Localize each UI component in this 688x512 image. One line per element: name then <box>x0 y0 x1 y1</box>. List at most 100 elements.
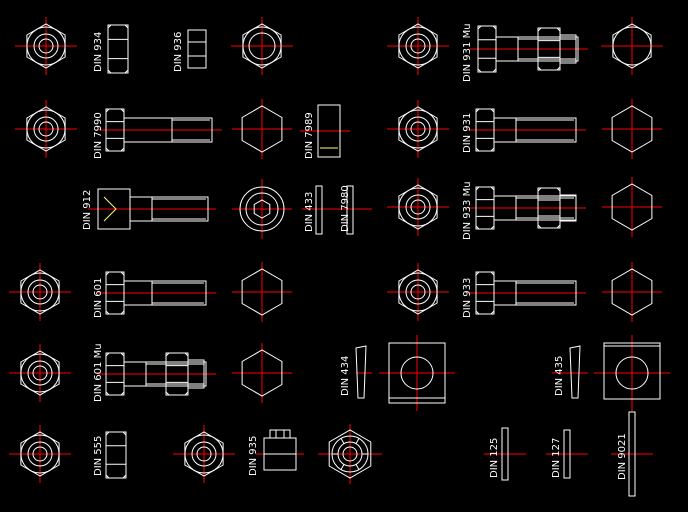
chamfer <box>105 271 110 276</box>
label-din127: DIN 127 <box>551 438 562 478</box>
chamfer <box>490 271 495 276</box>
nut-din936-top <box>242 23 282 69</box>
bolt-din7990-top <box>26 106 66 152</box>
chamfer <box>120 147 125 152</box>
hole-circle <box>27 441 53 467</box>
nut-din935-top <box>184 431 224 477</box>
chamfer <box>105 474 110 479</box>
label-din933: DIN 933 <box>462 278 473 318</box>
label-din934: DIN 934 <box>93 32 104 72</box>
din434-wedge-side <box>355 345 367 399</box>
hex-inscribed-circle <box>242 26 282 66</box>
nut-din936-side <box>187 29 207 69</box>
chamfer <box>475 225 480 230</box>
din9021-washer <box>628 411 636 497</box>
label-din435: DIN 435 <box>554 356 565 396</box>
hole-circle <box>27 360 53 386</box>
din435-square-washer <box>603 342 661 400</box>
hole-circle <box>405 116 431 142</box>
din434-hole <box>400 356 434 390</box>
label-din7990: DIN 7990 <box>93 112 104 159</box>
din912-counterbore <box>245 192 279 226</box>
chamfer <box>165 391 170 396</box>
castle-slot-line <box>355 464 360 470</box>
hole-circle <box>410 121 426 137</box>
hex-inscribed-circle <box>20 434 60 474</box>
din433-washer <box>315 185 323 235</box>
hole-circle <box>33 116 59 142</box>
label-din7989: DIN 7989 <box>304 112 315 159</box>
hole-circle <box>38 38 54 54</box>
din912-hex-socket <box>253 199 271 219</box>
chamfer <box>556 66 561 71</box>
bolt-din933mu-top <box>398 184 438 230</box>
din601mu-end-hex <box>241 349 283 397</box>
chamfer <box>537 66 542 71</box>
chamfer <box>120 271 125 276</box>
din125-washer <box>501 427 509 481</box>
label-din936: DIN 936 <box>173 32 184 72</box>
chamfer <box>556 224 561 229</box>
din435-wedge-side <box>569 345 581 399</box>
din912-socket <box>103 196 117 222</box>
chamfer <box>120 310 125 315</box>
hole-circle <box>32 365 48 381</box>
label-din931: DIN 931 <box>462 113 473 153</box>
chamfer <box>490 225 495 230</box>
chamfer <box>556 187 561 192</box>
chamfer <box>490 108 495 113</box>
chamfer <box>537 187 542 192</box>
chamfer <box>184 352 189 357</box>
bolt-shank <box>493 117 577 143</box>
bolt-din931-top <box>398 106 438 152</box>
din931mu-washer <box>559 34 577 64</box>
bolt-din931mu-top-nut <box>398 23 438 69</box>
bolt-shank <box>123 280 207 306</box>
hole-circle <box>32 284 48 300</box>
din7980-spring-washer <box>346 185 354 235</box>
hole-circle <box>33 33 59 59</box>
part-geometry <box>20 23 661 497</box>
chamfer <box>490 186 495 191</box>
chamfer <box>122 474 127 479</box>
bolt-din601-top <box>20 269 60 315</box>
chamfer <box>122 431 127 436</box>
chamfer <box>105 391 110 396</box>
bolt-shank <box>123 117 213 143</box>
label-din434: DIN 434 <box>340 356 351 396</box>
hole-circle <box>405 33 431 59</box>
hole-circle <box>191 441 217 467</box>
hole-circle <box>38 121 54 137</box>
chamfer <box>475 271 480 276</box>
hex-inscribed-circle <box>26 26 66 66</box>
din935-castle-top <box>269 429 291 439</box>
chamfer <box>105 147 110 152</box>
din435-hole <box>615 356 649 390</box>
chamfer <box>124 69 129 74</box>
chamfer <box>492 25 497 30</box>
din933-end-hex <box>611 268 653 316</box>
chamfer <box>120 108 125 113</box>
label-din601mu: DIN 601 Mu <box>93 343 104 402</box>
din601mu-washer <box>187 359 205 389</box>
hex-inscribed-circle <box>398 272 438 312</box>
chamfer <box>475 186 480 191</box>
chamfer <box>107 69 112 74</box>
castle-hole <box>342 446 358 462</box>
hole-circle <box>405 279 431 305</box>
hole-circle <box>27 279 53 305</box>
din7990-end-hex <box>241 105 283 153</box>
chamfer <box>184 391 189 396</box>
chamfer <box>492 68 497 73</box>
chamfer <box>124 24 129 29</box>
hex-inscribed-circle <box>20 353 60 393</box>
nut-din934-side <box>107 24 129 74</box>
chamfer <box>537 224 542 229</box>
din127-spring-washer <box>563 429 571 479</box>
nut-din555-top <box>20 431 60 477</box>
bolt-shank <box>123 361 207 387</box>
hole-circle <box>405 194 431 220</box>
nut-din555-side <box>105 431 127 479</box>
castle-slot-line <box>340 438 345 444</box>
